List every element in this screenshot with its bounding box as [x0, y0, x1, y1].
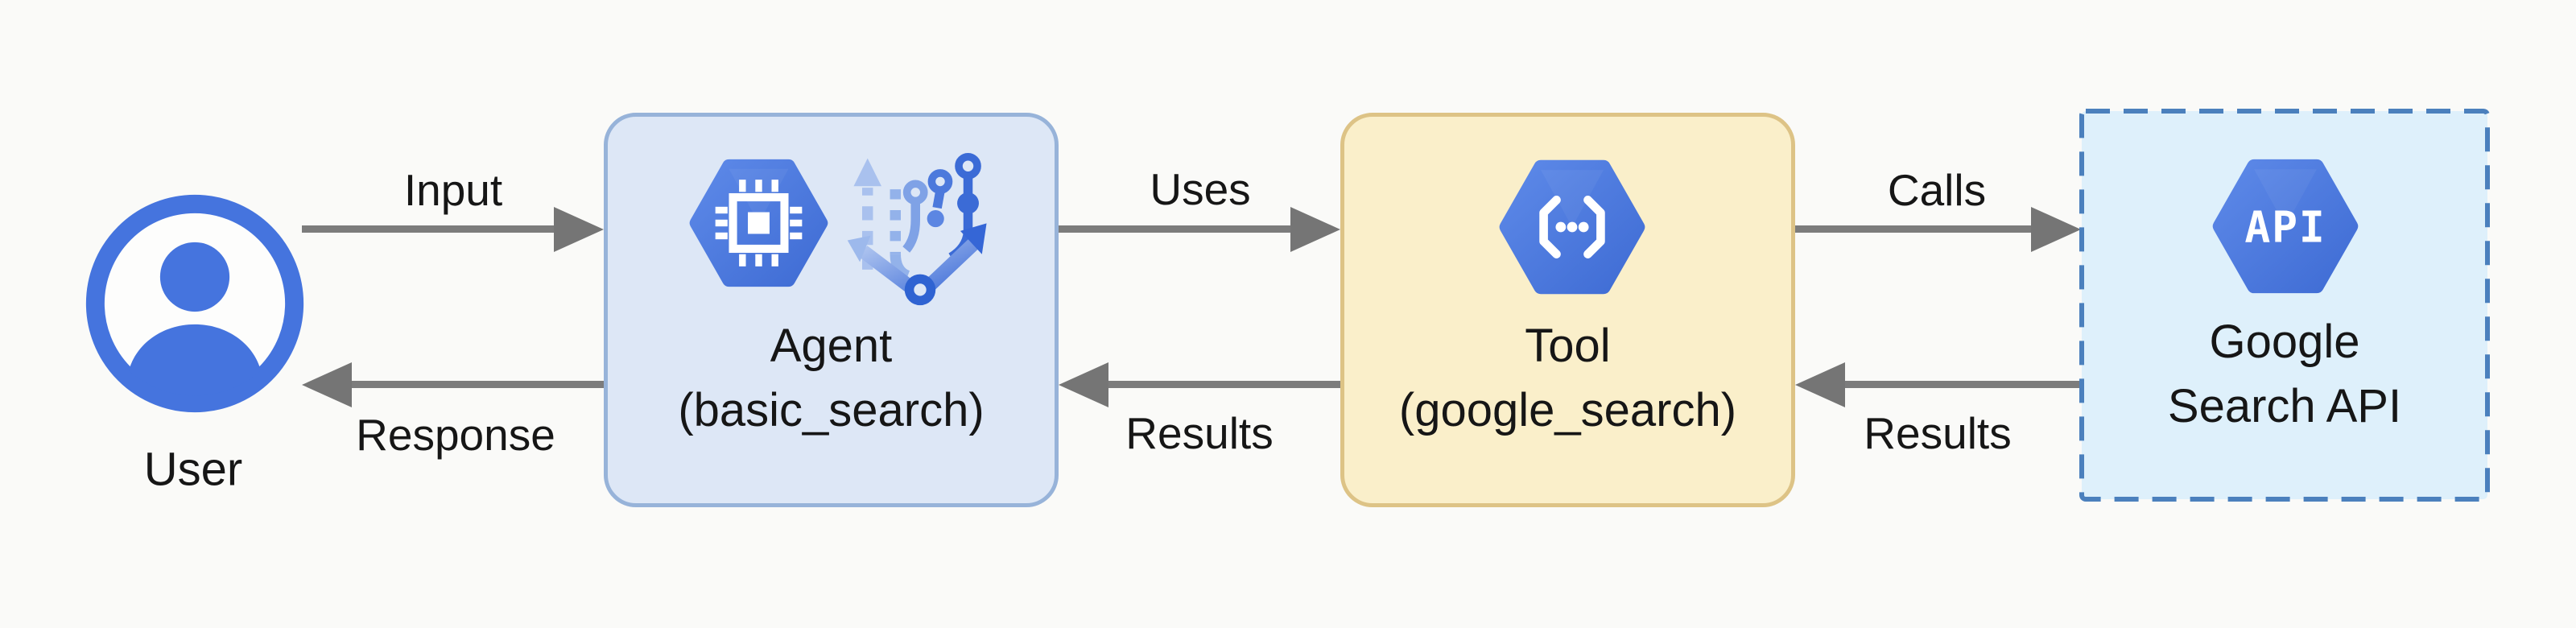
tool-node-label: Tool (google_search)	[1344, 314, 1791, 443]
edge-label-results-right: Results	[1864, 408, 2012, 458]
agent-subtitle: (basic_search)	[678, 384, 985, 436]
calls-arrow-line	[1795, 225, 2033, 233]
code-brackets-hexagon-icon	[1499, 159, 1645, 295]
branch-paths-icon	[847, 152, 987, 306]
results-right-arrow-line	[1845, 381, 2081, 388]
input-arrowhead-icon	[554, 207, 604, 252]
uses-arrow-line	[1059, 225, 1292, 233]
user-label: User	[143, 443, 243, 496]
agent-node: Agent (basic_search)	[604, 113, 1059, 507]
api-dashed-border	[2079, 109, 2490, 502]
results-right-arrowhead-icon	[1795, 362, 1845, 407]
edge-label-results-mid: Results	[1125, 408, 1274, 458]
user-icon	[85, 194, 304, 413]
edge-label-input: Input	[403, 165, 503, 215]
response-arrowhead-icon	[302, 362, 352, 407]
response-arrow-line	[352, 381, 604, 388]
api-icon-text: API	[2244, 202, 2326, 252]
api-title: Google	[2209, 316, 2360, 368]
agent-node-label: Agent (basic_search)	[608, 314, 1055, 443]
agent-title: Agent	[770, 320, 893, 372]
api-node-label: Google Search API	[2079, 310, 2490, 439]
tool-title: Tool	[1525, 320, 1611, 372]
results-mid-arrow-line	[1108, 381, 1340, 388]
api-hexagon-icon: API	[2212, 159, 2359, 294]
input-arrow-line	[302, 225, 555, 233]
calls-arrowhead-icon	[2031, 207, 2081, 252]
tool-subtitle: (google_search)	[1398, 384, 1737, 436]
results-mid-arrowhead-icon	[1059, 362, 1108, 407]
ai-chip-hexagon-icon	[689, 159, 828, 287]
edge-label-calls: Calls	[1887, 165, 1987, 215]
edge-label-uses: Uses	[1150, 164, 1251, 214]
api-subtitle: Search API	[2167, 380, 2402, 432]
edge-label-response: Response	[356, 410, 555, 460]
tool-node: Tool (google_search)	[1340, 113, 1795, 507]
google-search-api-node: API Google Search API	[2079, 109, 2490, 502]
uses-arrowhead-icon	[1290, 207, 1340, 252]
